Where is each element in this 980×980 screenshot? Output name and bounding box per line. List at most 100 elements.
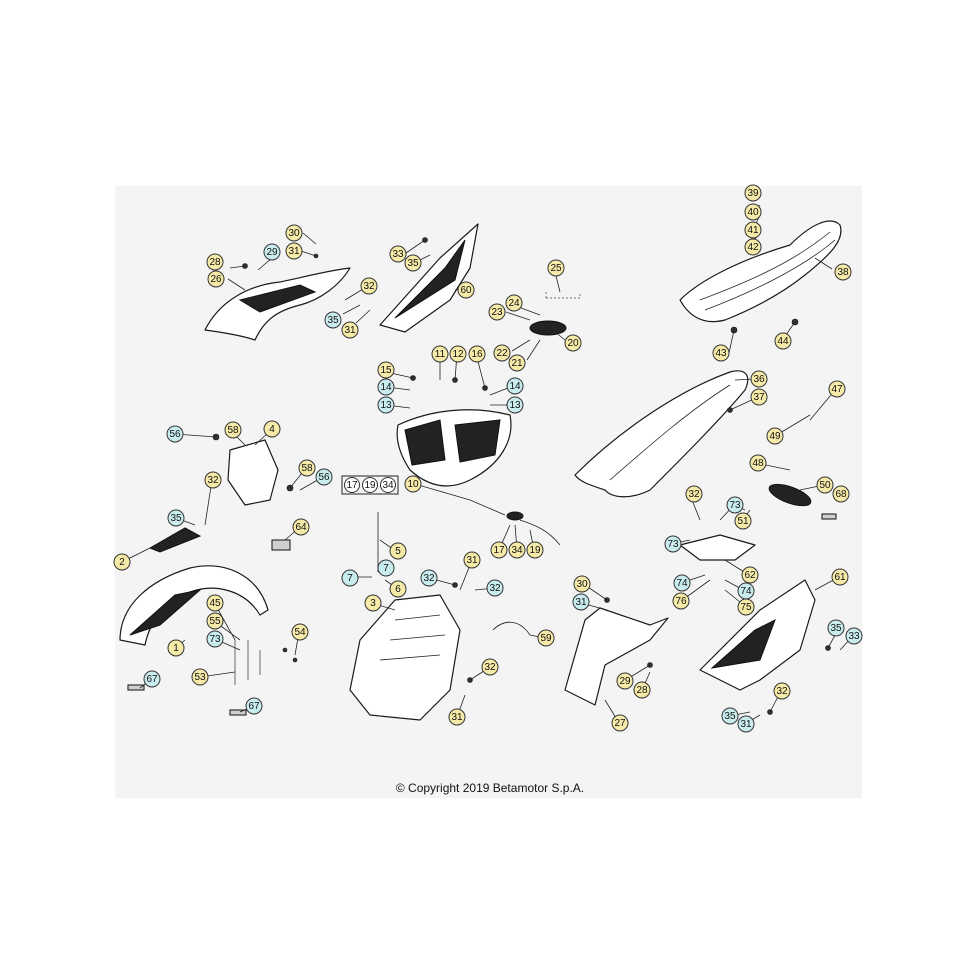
fuel-line	[519, 519, 561, 546]
shroud-left-graphic	[238, 284, 317, 313]
callout-38: 38	[834, 263, 852, 281]
callout-label: 6	[395, 584, 401, 595]
callout-label: 32	[207, 475, 219, 486]
callout-34: 34	[380, 477, 396, 493]
callout-label: 26	[210, 274, 222, 285]
callout-marker	[285, 224, 303, 242]
callout-label: 22	[496, 348, 508, 359]
callout-label: 38	[837, 267, 849, 278]
callout-24: 24	[505, 294, 523, 312]
callout-7: 7	[377, 559, 395, 577]
callout-31: 31	[572, 593, 590, 611]
callout-35: 35	[167, 509, 185, 527]
callout-marker	[685, 485, 703, 503]
callout-label: 39	[747, 188, 759, 199]
front-fender-graphic	[129, 589, 202, 636]
callout-marker	[737, 715, 755, 733]
callout-74: 74	[673, 574, 691, 592]
callout-label: 58	[301, 463, 313, 474]
callout-marker	[206, 630, 224, 648]
callout-label: 20	[567, 338, 579, 349]
callout-marker	[845, 627, 863, 645]
callout-marker	[291, 623, 309, 641]
callout-label: 44	[777, 336, 789, 347]
callout-marker	[749, 454, 767, 472]
leaders-d	[121, 428, 324, 563]
side-panel-left	[564, 607, 669, 706]
callout-label: 76	[675, 596, 687, 607]
callout-26: 26	[207, 270, 225, 288]
callout-6: 6	[389, 580, 407, 598]
callout-label: 42	[747, 242, 759, 253]
callout-44: 44	[774, 332, 792, 350]
callout-5: 5	[389, 542, 407, 560]
callout-67: 67	[245, 697, 263, 715]
callout-label: 32	[489, 583, 501, 594]
callout-32: 32	[204, 471, 222, 489]
callout-marker	[526, 541, 544, 559]
callout-label: 62	[744, 570, 756, 581]
fuel-tank-detail	[404, 419, 501, 466]
part-drawings	[119, 189, 854, 725]
callout-label: 35	[407, 258, 419, 269]
callout-label: 12	[452, 349, 464, 360]
callout-32: 32	[773, 682, 791, 700]
callout-17: 17	[490, 541, 508, 559]
callout-53: 53	[191, 668, 209, 686]
callout-14: 14	[377, 378, 395, 396]
callout-group-box	[341, 475, 399, 495]
callout-label: 33	[392, 249, 404, 260]
bracket	[271, 539, 291, 551]
callout-15: 15	[377, 361, 395, 379]
callout-marker	[508, 354, 526, 372]
callout-marker	[377, 361, 395, 379]
callout-22: 22	[493, 344, 511, 362]
callout-16: 16	[468, 345, 486, 363]
callout-label: 7	[347, 573, 353, 584]
callout-label: 50	[819, 480, 831, 491]
callout-marker	[206, 253, 224, 271]
callout-label: 33	[848, 631, 860, 642]
fuel-valve	[506, 511, 524, 521]
callout-label: 75	[740, 602, 752, 613]
callout-76: 76	[672, 592, 690, 610]
callout-label: 58	[227, 425, 239, 436]
callout-37: 37	[750, 388, 768, 406]
callout-marker	[191, 668, 209, 686]
cable	[492, 621, 531, 636]
callout-marker	[766, 427, 784, 445]
callout-label: 13	[509, 400, 521, 411]
callout-marker	[741, 566, 759, 584]
callout-35: 35	[404, 254, 422, 272]
callout-label: 56	[169, 429, 181, 440]
callout-label: 68	[835, 489, 847, 500]
callout-label: 19	[529, 545, 541, 556]
callout-marker	[672, 592, 690, 610]
callout-marker	[341, 569, 359, 587]
callout-35: 35	[324, 311, 342, 329]
callout-62: 62	[741, 566, 759, 584]
callout-marker	[831, 568, 849, 586]
callout-label: 31	[344, 325, 356, 336]
callout-11: 11	[431, 345, 449, 363]
callout-marker	[341, 321, 359, 339]
callout-marker	[750, 370, 768, 388]
callout-4: 4	[263, 420, 281, 438]
callout-17: 17	[344, 477, 360, 493]
callout-marker	[744, 184, 762, 202]
callout-label: 25	[550, 263, 562, 274]
callout-marker	[263, 243, 281, 261]
callout-34: 34	[508, 541, 526, 559]
callout-label: 53	[194, 672, 206, 683]
callout-25: 25	[547, 259, 565, 277]
callout-marker	[431, 345, 449, 363]
callout-32: 32	[685, 485, 703, 503]
callout-label: 13	[380, 400, 392, 411]
callout-67: 67	[143, 670, 161, 688]
callout-30: 30	[573, 575, 591, 593]
callout-marker	[547, 259, 565, 277]
callout-label: 45	[209, 598, 221, 609]
callout-label: 34	[511, 545, 523, 556]
callout-43: 43	[712, 344, 730, 362]
